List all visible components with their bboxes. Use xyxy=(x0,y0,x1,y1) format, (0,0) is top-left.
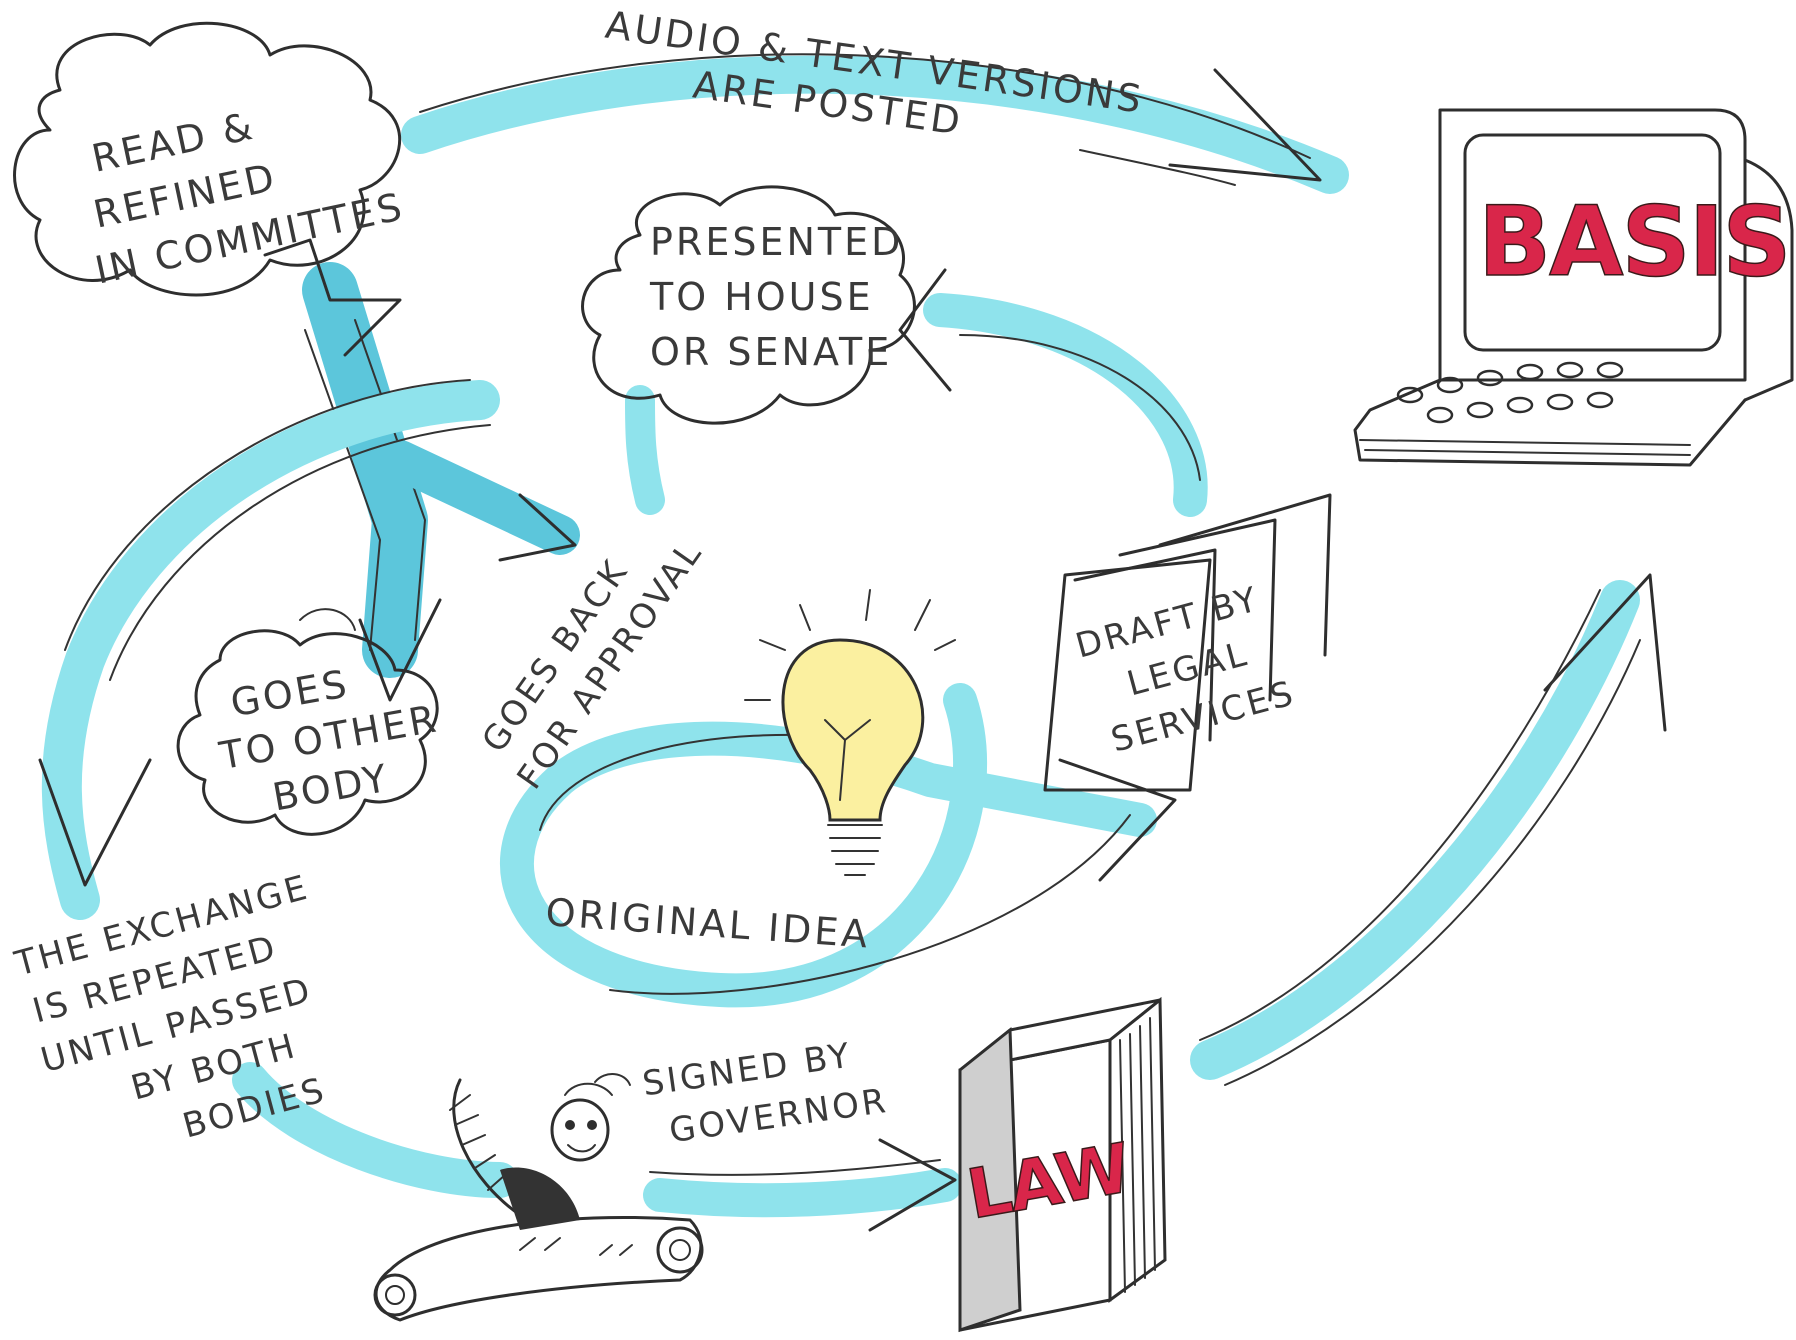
arrow-draft-to-presented xyxy=(923,293,1208,517)
lightbulb-icon xyxy=(744,589,956,876)
arrow-posted xyxy=(401,55,1349,194)
basis-label: BASIS xyxy=(1478,186,1789,298)
cloud-committees xyxy=(13,21,401,297)
arrow-committee-otherbody xyxy=(302,262,428,678)
law-book-icon: LAW xyxy=(958,996,1167,1333)
computer-icon: BASIS xyxy=(1353,108,1794,467)
keyboard-keys xyxy=(1396,361,1624,424)
presented-line-1: PRESENTED xyxy=(650,220,903,264)
label-presented: PRESENTED TO HOUSE OR SENATE xyxy=(649,220,903,374)
scroll-quill-icon xyxy=(373,1073,704,1322)
presented-line-3: OR SENATE xyxy=(650,330,892,374)
arrow-exchange-to-scroll xyxy=(232,1062,518,1198)
arrow-signed-to-law xyxy=(643,1168,962,1218)
cloud-presented xyxy=(581,185,916,425)
cloud-other-body xyxy=(176,608,439,836)
label-committees: READ & REFINED IN COMMITTES xyxy=(88,103,408,292)
document-stack-icon xyxy=(1043,493,1332,792)
arrow-idea-loop xyxy=(499,683,1157,1008)
label-draft: DRAFT BY LEGAL SERVICES xyxy=(1071,579,1299,760)
flow-arrows xyxy=(38,53,1667,1232)
arrow-exchange-loop xyxy=(41,380,500,920)
label-signed: SIGNED BY GOVERNOR xyxy=(640,1035,891,1151)
presented-line-2: TO HOUSE xyxy=(649,275,874,319)
arrow-to-goes-back xyxy=(380,440,580,555)
arrow-law-to-computer xyxy=(1190,580,1640,1080)
arrow-goesback-presented xyxy=(625,385,665,515)
